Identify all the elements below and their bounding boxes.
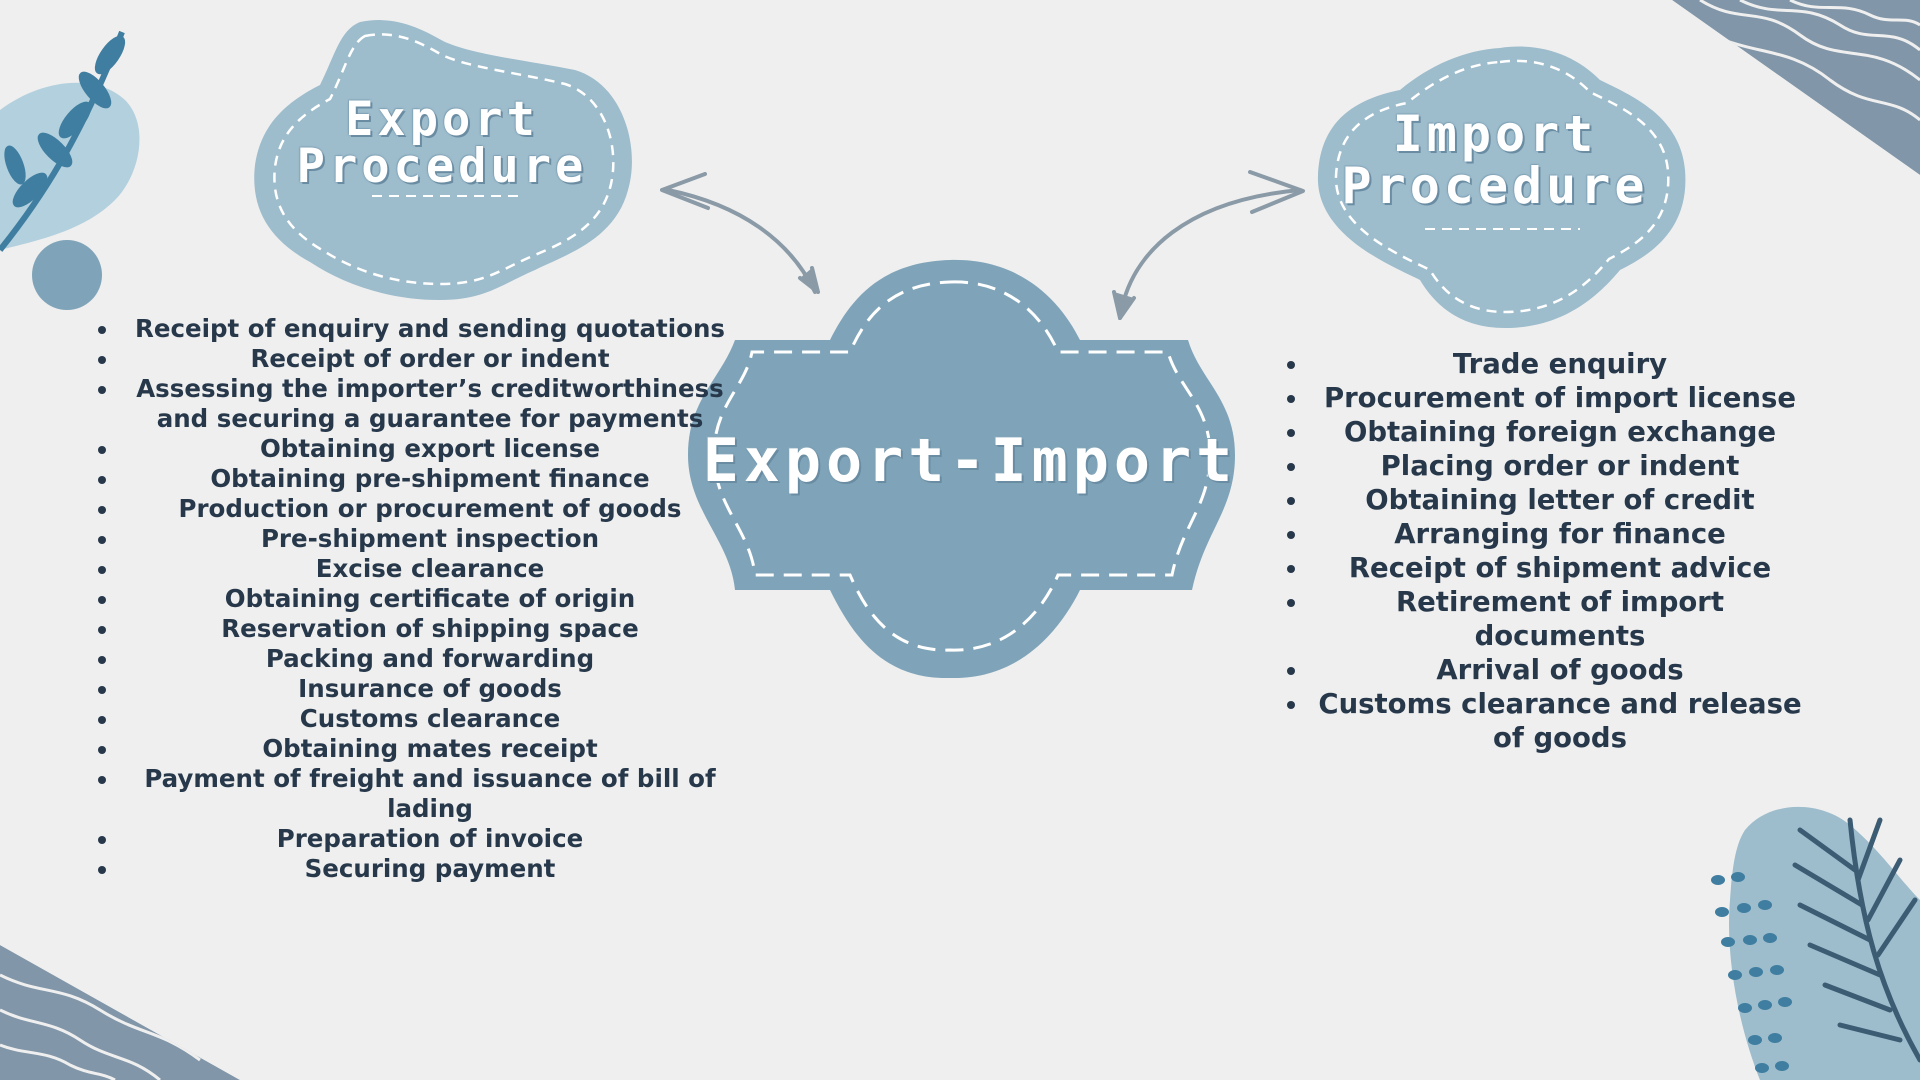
import-blob xyxy=(1317,46,1686,329)
list-item: Assessing the importer’s creditworthines… xyxy=(120,374,740,434)
wavy-stripes-bottom-left xyxy=(0,945,240,1080)
wavy-stripes-top-right xyxy=(1672,0,1920,175)
export-blob xyxy=(254,20,632,300)
dot-pattern xyxy=(1711,872,1792,1073)
list-item: Obtaining certificate of origin xyxy=(120,584,740,614)
list-item: Obtaining mates receipt xyxy=(120,734,740,764)
list-item: Arrival of goods xyxy=(1310,653,1810,687)
list-item: Reservation of shipping space xyxy=(120,614,740,644)
list-item: Pre-shipment inspection xyxy=(120,524,740,554)
list-item: Obtaining pre-shipment finance xyxy=(120,464,740,494)
export-procedure-list: Receipt of enquiry and sending quotation… xyxy=(92,314,740,884)
list-item: Production or procurement of goods xyxy=(120,494,740,524)
list-item: Customs clearance and release of goods xyxy=(1310,687,1810,755)
list-item: Securing payment xyxy=(120,854,740,884)
fern-icon xyxy=(1792,817,1920,1063)
list-item: Obtaining letter of credit xyxy=(1310,483,1810,517)
list-item: Receipt of order or indent xyxy=(120,344,740,374)
list-item: Obtaining foreign exchange xyxy=(1310,415,1810,449)
list-item: Obtaining export license xyxy=(120,434,740,464)
list-item: Packing and forwarding xyxy=(120,644,740,674)
import-title-line1: Import xyxy=(1392,105,1598,163)
export-title-line1: Export xyxy=(345,92,539,147)
import-title-line2: Procedure xyxy=(1341,157,1649,215)
center-blob xyxy=(688,259,1235,679)
list-item: Procurement of import license xyxy=(1310,381,1810,415)
center-title: Export-Import xyxy=(702,426,1238,496)
bottom-right-blob xyxy=(1729,806,1920,1080)
list-item: Excise clearance xyxy=(120,554,740,584)
export-title-line2: Procedure xyxy=(296,139,588,194)
list-item: Trade enquiry xyxy=(1310,347,1810,381)
top-left-dot xyxy=(32,240,102,310)
arrow-icon-left xyxy=(660,172,820,294)
export-procedure-title: Export Procedure xyxy=(262,96,622,190)
import-procedure-list: Trade enquiry Procurement of import lice… xyxy=(1282,347,1810,755)
import-procedure-title: Import Procedure xyxy=(1310,108,1680,212)
list-item: Receipt of enquiry and sending quotation… xyxy=(120,314,740,344)
list-item: Placing order or indent xyxy=(1310,449,1810,483)
list-item: Retirement of import documents xyxy=(1310,585,1810,653)
list-item: Preparation of invoice xyxy=(120,824,740,854)
leaf-branch-icon xyxy=(0,30,126,252)
list-item: Payment of freight and issuance of bill … xyxy=(120,764,740,824)
arrow-icon-right xyxy=(1112,170,1305,320)
list-item: Arranging for finance xyxy=(1310,517,1810,551)
list-item: Insurance of goods xyxy=(120,674,740,704)
list-item: Receipt of shipment advice xyxy=(1310,551,1810,585)
list-item: Customs clearance xyxy=(120,704,740,734)
